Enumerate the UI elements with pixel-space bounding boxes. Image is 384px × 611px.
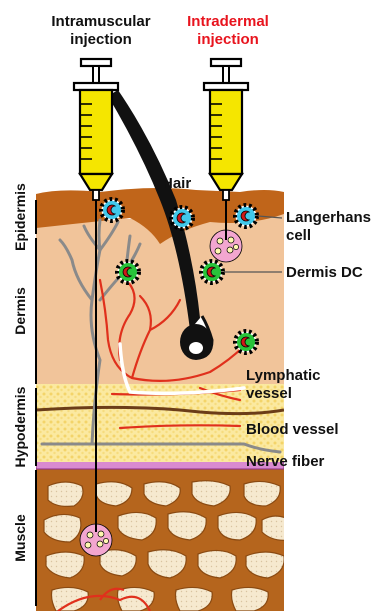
dermis-dc-1 [118,262,139,283]
lymphatic-label-line2: vessel [246,385,292,402]
langerhans-label-line2: cell [286,227,311,244]
nerve-fiber-label: Nerve fiber [246,453,325,470]
intramuscular-syringe [74,59,118,200]
dermal-papilla [189,342,203,354]
langerhans-label-line1: Langerhans [286,209,371,226]
intradermal-title-line2: injection [197,31,259,48]
blood-vessel-label: Blood vessel [246,421,339,438]
langerhans-cell-1 [102,200,123,221]
hypodermis-label: Hypodermis [12,386,28,467]
langerhans-cell-3 [236,206,257,227]
langerhans-cell-2 [172,208,193,229]
hair-label: Hair [162,175,191,192]
intramuscular-title-line2: injection [70,31,132,48]
intramuscular-title-line1: Intramuscular [51,13,150,30]
dermis-dc-label: Dermis DC [286,264,363,281]
intradermal-syringe [204,59,248,200]
lymphatic-label-line1: Lymphatic [246,367,320,384]
dermis-dc-2 [202,262,223,283]
dermis-label: Dermis [12,287,28,335]
muscle-label: Muscle [12,514,28,562]
intradermal-title-line1: Intradermal [187,13,269,30]
epidermis-label: Epidermis [12,183,28,251]
dermis-dc-3 [236,332,257,353]
